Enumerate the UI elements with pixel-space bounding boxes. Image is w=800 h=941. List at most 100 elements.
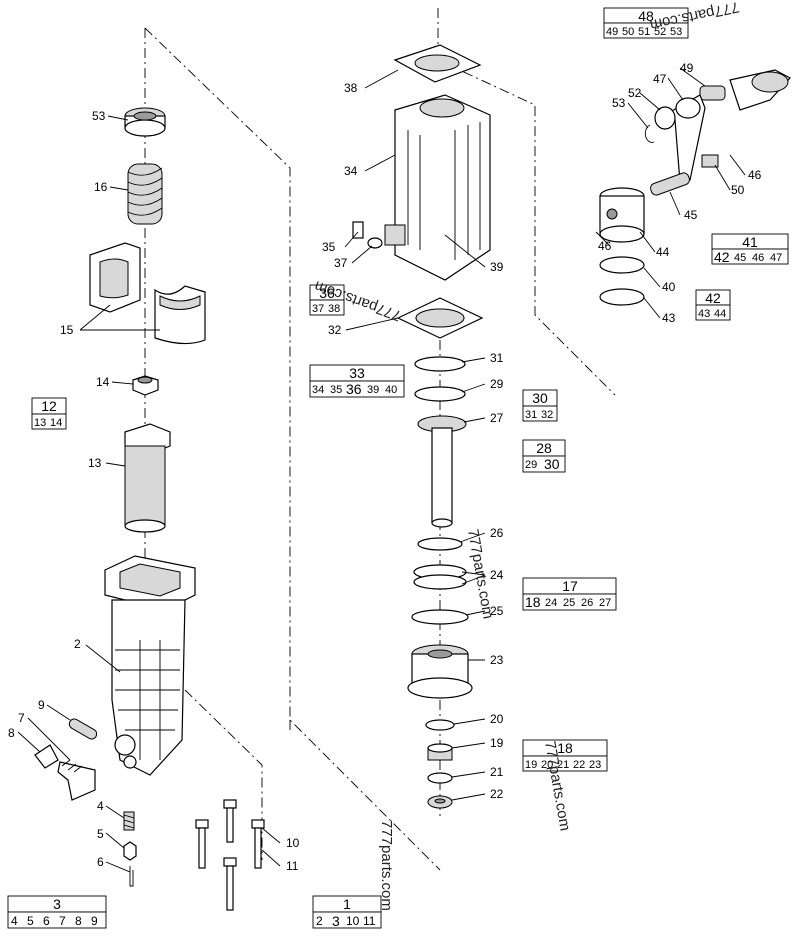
group-3-number: 3: [53, 896, 61, 912]
part-53-clip[interactable]: [644, 124, 655, 143]
group-table-17: 17 18 24 25 26 27: [522, 577, 617, 611]
group-1-part: 10: [346, 914, 360, 928]
callout-37: 35: [322, 240, 336, 254]
group-3-part: 6: [43, 914, 50, 928]
callout-49: 47: [653, 72, 667, 86]
callout-34: 32: [328, 323, 342, 337]
group-18-part: 22: [573, 759, 585, 771]
callout-47b: 46: [598, 239, 612, 253]
part-50-crankshaft[interactable]: [699, 69, 791, 111]
group-17-part: 18: [525, 594, 541, 610]
callout-31: 29: [490, 377, 504, 391]
callout-2: 2: [74, 637, 81, 651]
leader-lines: [17, 67, 746, 873]
callout-10: 10: [286, 836, 300, 850]
group-table-41: 41 42 45 46 47: [711, 233, 789, 265]
part-15-buffer-halves[interactable]: [89, 242, 206, 345]
part-19-bushing[interactable]: [427, 743, 453, 761]
part-25-rings[interactable]: [413, 564, 467, 590]
group-36-part: 38: [328, 303, 340, 315]
group-33-part: 35: [330, 384, 342, 396]
group-30-number: 30: [532, 390, 548, 406]
part-49-connecting-rod[interactable]: [669, 94, 706, 183]
callout-8: 8: [8, 726, 15, 740]
group-3-part: 5: [27, 914, 34, 928]
part-45-piston[interactable]: [599, 187, 645, 243]
part-8-guard[interactable]: [34, 744, 59, 769]
group-table-12: 12 13 14: [31, 397, 67, 430]
part-39-gasket[interactable]: [393, 44, 482, 83]
group-17-part: 26: [581, 597, 593, 609]
callout-40: 39: [490, 260, 504, 274]
part-38-ring[interactable]: [367, 237, 383, 249]
part-16-spring[interactable]: [127, 163, 163, 225]
group-41-part: 42: [714, 249, 730, 265]
group-48-part: 49: [606, 26, 618, 38]
part-20-ring[interactable]: [425, 719, 455, 731]
group-48-number: 48: [638, 8, 654, 24]
part-51-bearing[interactable]: [701, 154, 719, 168]
callout-39: 38: [344, 81, 358, 95]
group-48-part: 53: [670, 26, 682, 38]
part-7-latch[interactable]: [57, 759, 96, 801]
callout-23: 53: [92, 109, 106, 123]
callout-16: 16: [94, 180, 108, 194]
part-26-ring[interactable]: [411, 609, 469, 625]
callout-22: 22: [490, 787, 504, 801]
group-3-part: 7: [59, 914, 66, 928]
part-34-gasket[interactable]: [396, 297, 484, 339]
part-29-piston[interactable]: [417, 415, 467, 528]
group-18-part: 21: [557, 759, 569, 771]
group-42-number: 42: [705, 290, 721, 306]
part-5-nut[interactable]: [123, 841, 137, 861]
group-1-number: 1: [343, 896, 351, 912]
part-21-ring[interactable]: [427, 772, 453, 784]
callout-labels: 53 16 15 14 13 2 9 7 8 4 5 6 10 11 38 34…: [8, 61, 762, 873]
part-35-cylinder[interactable]: [384, 94, 491, 281]
part-43-ring[interactable]: [599, 256, 645, 274]
callout-9: 9: [38, 698, 45, 712]
group-36-number: 36: [319, 285, 335, 301]
callout-45: 44: [656, 245, 670, 259]
callout-19: 19: [490, 736, 504, 750]
part-46-pin[interactable]: [649, 172, 691, 197]
callout-26: 25: [490, 604, 504, 618]
part-22-seal[interactable]: [427, 795, 453, 809]
group-table-33: 33 34 35 36 39 40: [309, 364, 405, 398]
group-18-part: 23: [589, 759, 601, 771]
group-28-number: 28: [536, 440, 552, 456]
part-37-plug[interactable]: [352, 221, 364, 239]
group-33-part: 34: [312, 384, 324, 396]
group-table-42: 42 43 44: [695, 289, 731, 321]
callout-32: 31: [490, 351, 504, 365]
part-2-housing[interactable]: [104, 555, 196, 776]
part-13-sleeve[interactable]: [124, 423, 171, 533]
part-4-spring[interactable]: [123, 811, 135, 831]
group-48-part: 50: [622, 26, 634, 38]
part-31-ring[interactable]: [414, 386, 466, 402]
part-9-pin[interactable]: [68, 717, 99, 741]
part-27-ring[interactable]: [417, 537, 463, 551]
callout-5: 5: [97, 827, 104, 841]
part-24-head[interactable]: [407, 644, 473, 699]
part-14-nut[interactable]: [132, 375, 159, 396]
part-6-cotter-pin[interactable]: [129, 866, 134, 887]
part-52-bearing[interactable]: [654, 106, 676, 130]
part-44-ring[interactable]: [599, 288, 645, 306]
bolts-10-11[interactable]: [195, 799, 265, 911]
callout-38: 37: [334, 256, 348, 270]
group-36-part: 37: [312, 303, 324, 315]
part-32-ring[interactable]: [414, 356, 466, 372]
group-30-part: 32: [541, 409, 553, 421]
group-17-number: 17: [562, 578, 578, 594]
callout-20: 20: [490, 712, 504, 726]
part-23-cap[interactable]: [124, 107, 166, 137]
group-33-part: 40: [385, 384, 397, 396]
group-41-part: 47: [770, 252, 782, 264]
group-3-part: 9: [91, 914, 98, 928]
callout-50: 49: [680, 61, 694, 75]
group-17-part: 25: [563, 597, 575, 609]
group-33-number: 33: [349, 365, 365, 381]
group-1-part: 2: [316, 914, 323, 928]
